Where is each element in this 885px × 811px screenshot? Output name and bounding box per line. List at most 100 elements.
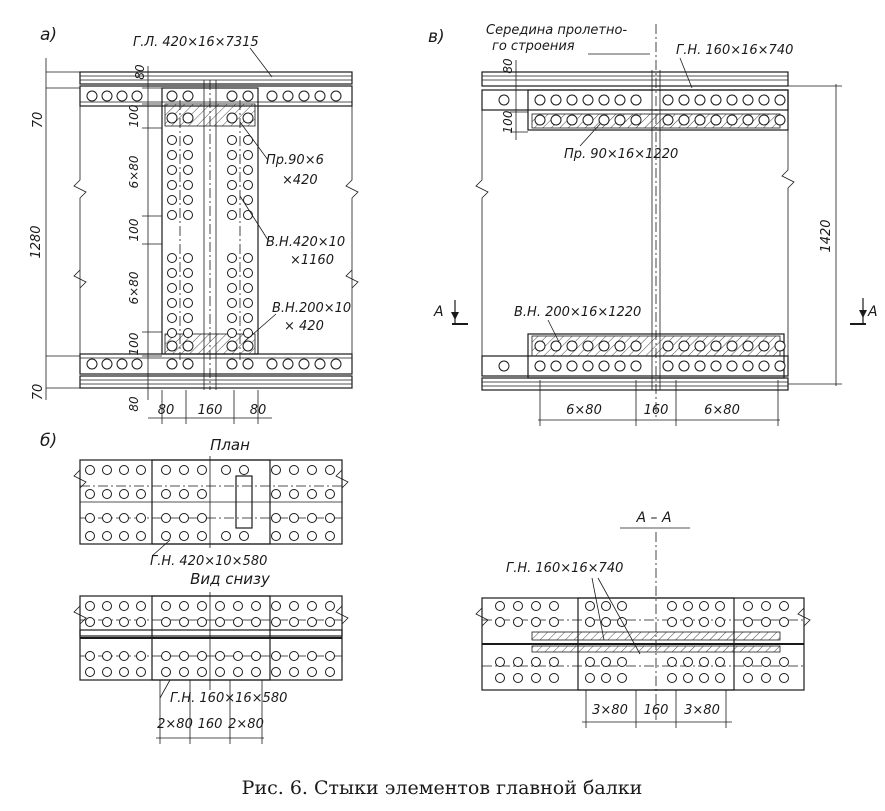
rivet-hole bbox=[227, 195, 237, 205]
rivet-hole bbox=[271, 513, 281, 523]
panel-b-dim-left: 2×80 bbox=[157, 717, 193, 732]
panel-v-dim-mid: 160 bbox=[644, 403, 669, 418]
rivet-hole bbox=[710, 114, 722, 126]
rivet-hole bbox=[243, 328, 253, 338]
rivet-hole bbox=[271, 651, 281, 661]
rivet-hole bbox=[242, 358, 254, 370]
rivet-hole bbox=[85, 513, 95, 523]
rivet-hole bbox=[119, 667, 129, 677]
panel-b-plan-cover-label: Г.Н. 420×10×580 bbox=[150, 554, 267, 569]
rivet-hole bbox=[116, 358, 128, 370]
rivet-hole bbox=[307, 465, 317, 475]
rivet-hole bbox=[601, 673, 611, 683]
rivet-hole bbox=[197, 601, 207, 611]
panel-v: в) Середина пролетно- го строения Г.Н. 1… bbox=[428, 23, 878, 426]
rivet-hole bbox=[513, 673, 523, 683]
panel-v-note-line-2: го строения bbox=[492, 39, 575, 54]
rivet-hole bbox=[119, 513, 129, 523]
rivet-hole bbox=[183, 253, 193, 263]
rivet-hole bbox=[227, 313, 237, 323]
panel-v-dimensions bbox=[510, 60, 842, 426]
panel-v-bottom-cover-label: В.Н. 200×16×1220 bbox=[514, 305, 641, 320]
rivet-hole bbox=[161, 531, 171, 541]
rivet-hole bbox=[242, 90, 254, 102]
panel-a-web-cover-label-2: ×1160 bbox=[290, 253, 334, 268]
rivet-hole bbox=[221, 531, 231, 541]
rivet-hole bbox=[197, 489, 207, 499]
rivet-hole bbox=[215, 601, 225, 611]
rivet-hole bbox=[614, 340, 626, 352]
rivet-hole bbox=[325, 489, 335, 499]
rivet-hole bbox=[742, 340, 754, 352]
rivet-hole bbox=[683, 601, 693, 611]
rivet-hole bbox=[726, 94, 738, 106]
rivet-hole bbox=[166, 358, 178, 370]
rivet-hole bbox=[534, 94, 546, 106]
panel-a-dim-seg-3: 100 bbox=[127, 218, 141, 241]
rivet-hole bbox=[167, 195, 177, 205]
rivet-hole bbox=[585, 617, 595, 627]
rivet-hole bbox=[183, 165, 193, 175]
rivet-hole bbox=[630, 360, 642, 372]
rivet-hole bbox=[758, 114, 770, 126]
rivet-hole bbox=[314, 358, 326, 370]
rivet-hole bbox=[161, 651, 171, 661]
figure-caption: Рис. 6. Стыки элементов главной балки bbox=[242, 777, 643, 799]
section-aa-dim-mid: 160 bbox=[644, 703, 669, 718]
rivet-hole bbox=[582, 340, 594, 352]
rivet-hole bbox=[183, 150, 193, 160]
rivet-hole bbox=[85, 531, 95, 541]
rivet-hole bbox=[715, 657, 725, 667]
rivet-hole bbox=[779, 617, 789, 627]
rivet-hole bbox=[585, 673, 595, 683]
rivet-hole bbox=[102, 667, 112, 677]
rivet-hole bbox=[119, 601, 129, 611]
rivet-hole bbox=[183, 298, 193, 308]
panel-a-tag: а) bbox=[40, 25, 57, 45]
panel-a-dim-overall-height: 1280 bbox=[29, 225, 44, 258]
rivet-hole bbox=[694, 340, 706, 352]
panel-v-note-line-1: Середина пролетно- bbox=[486, 23, 627, 38]
rivet-hole bbox=[161, 489, 171, 499]
rivet-hole bbox=[182, 358, 194, 370]
rivet-hole bbox=[667, 601, 677, 611]
rivet-hole bbox=[183, 268, 193, 278]
rivet-hole bbox=[271, 489, 281, 499]
rivet-hole bbox=[243, 195, 253, 205]
rivet-hole bbox=[774, 94, 786, 106]
panel-b-dimensions bbox=[156, 680, 264, 744]
rivet-hole bbox=[182, 112, 194, 124]
rivet-hole bbox=[233, 651, 243, 661]
rivet-hole bbox=[307, 617, 317, 627]
rivet-hole bbox=[495, 657, 505, 667]
rivet-hole bbox=[307, 601, 317, 611]
rivet-hole bbox=[325, 531, 335, 541]
rivet-hole bbox=[289, 513, 299, 523]
rivet-hole bbox=[617, 601, 627, 611]
rivet-hole bbox=[330, 90, 342, 102]
rivet-hole bbox=[667, 657, 677, 667]
rivet-hole bbox=[197, 617, 207, 627]
rivet-hole bbox=[119, 531, 129, 541]
rivet-hole bbox=[498, 94, 510, 106]
rivet-hole bbox=[513, 617, 523, 627]
rivet-hole bbox=[179, 667, 189, 677]
panel-a-top-pad-label-2: ×420 bbox=[282, 173, 318, 188]
panel-b-bottom-view-title: Вид снизу bbox=[190, 570, 271, 588]
rivet-hole bbox=[243, 165, 253, 175]
rivet-hole bbox=[85, 465, 95, 475]
rivet-hole bbox=[325, 651, 335, 661]
rivet-hole bbox=[699, 601, 709, 611]
rivet-hole bbox=[183, 180, 193, 190]
rivet-hole bbox=[179, 465, 189, 475]
rivet-hole bbox=[86, 358, 98, 370]
rivet-hole bbox=[758, 360, 770, 372]
rivet-hole bbox=[136, 601, 146, 611]
rivet-hole bbox=[598, 340, 610, 352]
rivet-hole bbox=[233, 601, 243, 611]
rivet-hole bbox=[495, 601, 505, 611]
section-aa-dim-right: 3×80 bbox=[684, 703, 720, 718]
rivet-hole bbox=[179, 651, 189, 661]
rivet-hole bbox=[183, 313, 193, 323]
